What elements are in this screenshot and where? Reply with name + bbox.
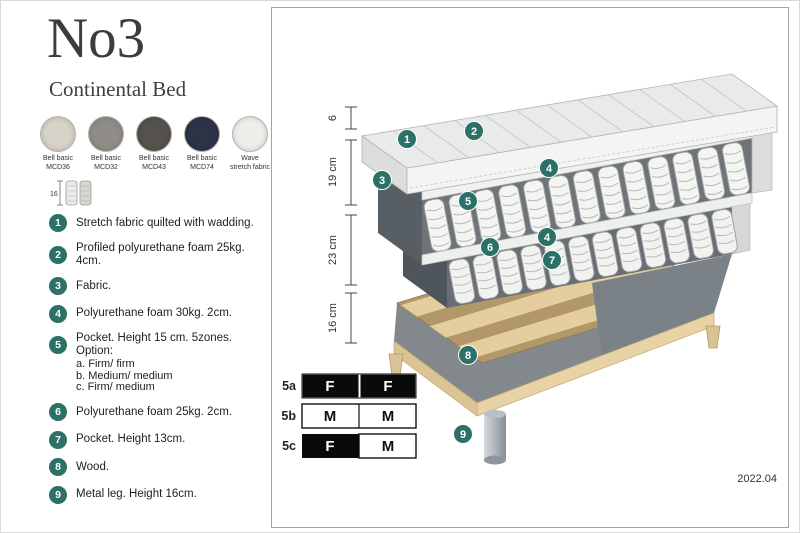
legend-item-4: 4 Polyurethane foam 30kg. 2cm. xyxy=(49,304,264,323)
svg-text:F: F xyxy=(383,378,392,395)
fabric-swatch-circle xyxy=(88,116,124,152)
svg-text:M: M xyxy=(382,438,395,455)
svg-text:M: M xyxy=(324,408,337,425)
legend-text: Metal leg. Height 16cm. xyxy=(76,488,197,500)
svg-text:1: 1 xyxy=(404,134,410,146)
svg-text:5: 5 xyxy=(465,196,471,208)
legend-text: Pocket. Height 13cm. xyxy=(76,433,186,445)
svg-text:4: 4 xyxy=(546,163,553,175)
svg-text:F: F xyxy=(325,378,334,395)
diagram-badge-2: 2 xyxy=(464,121,484,141)
svg-text:9: 9 xyxy=(460,429,466,441)
legend-badge: 1 xyxy=(49,214,67,232)
svg-text:4: 4 xyxy=(544,232,551,244)
svg-text:5b: 5b xyxy=(281,409,296,423)
dimension-markers xyxy=(345,106,357,344)
svg-text:2: 2 xyxy=(471,126,477,138)
mattress xyxy=(360,73,779,195)
dimension-label-6: 6 xyxy=(327,115,339,121)
legend-badge: 7 xyxy=(49,430,67,449)
diagram-badge-6: 6 xyxy=(480,237,500,257)
legend-badge: 2 xyxy=(49,245,67,264)
wood-leg-left xyxy=(388,353,404,377)
legend-item-8: 8 Wood. xyxy=(49,458,264,476)
product-subtitle: Continental Bed xyxy=(49,77,187,101)
legend-item-6: 6 Polyurethane foam 25kg. 2cm. xyxy=(49,403,264,421)
legend-item-1: 1 Stretch fabric quilted with wadding. xyxy=(49,214,264,232)
diagram-panel: 6 19 cm 23 cm 16 cm 1 2 3 4 4 5 6 7 8 9 … xyxy=(271,7,789,528)
upper-foam-slab-bottom xyxy=(421,192,753,266)
fabric-swatch-circle xyxy=(136,116,172,152)
pocket-option-b: b. Medium/ medium xyxy=(76,369,173,382)
svg-text:5a: 5a xyxy=(282,379,297,393)
diagram-badge-5: 5 xyxy=(458,191,478,211)
firmness-table-5b: 5b M M xyxy=(281,403,417,429)
diagram-badge-4-lower: 4 xyxy=(537,227,557,247)
legend-text: Polyurethane foam 25kg. 2cm. xyxy=(76,405,232,418)
svg-text:F: F xyxy=(325,438,334,455)
svg-text:6: 6 xyxy=(487,242,493,254)
bed-illustration: 6 19 cm 23 cm 16 cm 1 2 3 4 4 5 6 7 8 9 … xyxy=(281,73,779,485)
dimension-label-23cm: 23 cm xyxy=(327,235,339,265)
legend-text: Stretch fabric quilted with wadding. xyxy=(76,216,254,229)
pocket-option-a: a. Firm/ firm xyxy=(76,358,135,370)
legend-item-3: 3 Fabric. xyxy=(49,277,264,295)
svg-text:3: 3 xyxy=(379,175,385,187)
legend-badge: 9 xyxy=(49,485,67,504)
legend-badge: 5 xyxy=(49,336,67,354)
diagram-badge-3: 3 xyxy=(372,170,392,190)
diagram-badge-1: 1 xyxy=(397,129,417,149)
diagram-badge-9: 9 xyxy=(453,424,473,444)
firmness-table-5a: 5a F F xyxy=(282,373,417,399)
legend-text: Wood. xyxy=(76,460,110,473)
legend-text: Polyurethane foam 30kg. 2cm. xyxy=(76,307,232,319)
wood-leg-right xyxy=(705,325,721,349)
version-label: 2022.04 xyxy=(737,473,777,485)
pocket-option-c: c. Firm/ medium xyxy=(76,381,155,393)
dimension-label-16cm: 16 cm xyxy=(327,303,339,333)
pocket-options: a. Firm/ firm b. Medium/ medium c. Firm/… xyxy=(76,358,264,394)
diagram-badge-7: 7 xyxy=(542,250,562,270)
diagram-badge-8: 8 xyxy=(458,345,478,365)
diagram-badge-4-upper: 4 xyxy=(539,158,559,178)
fabric-swatch-circle xyxy=(184,116,220,152)
firmness-table-5c: 5c F M xyxy=(282,433,417,459)
product-title: No3 xyxy=(47,7,146,70)
svg-text:5c: 5c xyxy=(282,439,296,453)
legend-text: Profiled polyurethane foam 25kg. 4cm. xyxy=(76,241,245,267)
legend-badge: 3 xyxy=(49,277,67,295)
svg-text:16: 16 xyxy=(50,191,58,198)
leg-size-thumbnail: 16 xyxy=(50,180,92,206)
profiled-foam-edge xyxy=(409,126,776,189)
legend-text: Pocket. Height 15 cm. 5zones. Option: xyxy=(76,332,232,357)
legend-item-7: 7 Pocket. Height 13cm. xyxy=(49,430,264,449)
legend-badge: 8 xyxy=(49,458,67,476)
svg-text:M: M xyxy=(382,408,395,425)
legend-item-9: 9 Metal leg. Height 16cm. xyxy=(49,485,264,504)
svg-text:8: 8 xyxy=(465,350,471,362)
legend-item-2: 2 Profiled polyurethane foam 25kg. 4cm. xyxy=(49,242,264,268)
base-front-fabric xyxy=(592,254,732,358)
legend-text: Fabric. xyxy=(76,279,112,292)
metal-leg xyxy=(484,410,506,465)
legend-badge: 4 xyxy=(49,304,67,323)
legend-item-5: 5 Pocket. Height 15 cm. 5zones. Option: a… xyxy=(49,332,264,394)
fabric-swatch-circle xyxy=(232,116,268,152)
dimension-label-19cm: 19 cm xyxy=(327,157,339,187)
svg-text:7: 7 xyxy=(549,255,555,267)
legend-badge: 6 xyxy=(49,403,67,421)
fabric-swatch-circle xyxy=(40,116,76,152)
